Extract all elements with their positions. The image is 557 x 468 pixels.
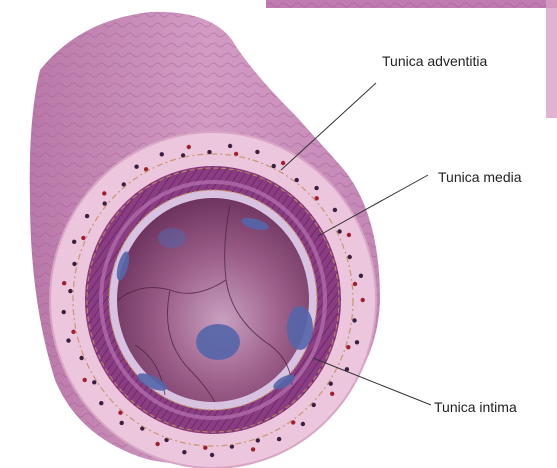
- cell-dot: [66, 338, 70, 342]
- cell-dot: [348, 255, 352, 259]
- cell-dot: [79, 356, 83, 360]
- cell-dot: [346, 345, 350, 349]
- vessel-lumen: [117, 198, 309, 402]
- cell-dot: [228, 144, 232, 148]
- nucleus: [196, 324, 240, 360]
- label-tunica-intima: Tunica intima: [434, 399, 517, 415]
- cell-dot: [85, 214, 89, 218]
- cell-dot: [83, 378, 87, 382]
- cell-dot: [182, 450, 186, 454]
- cell-dot: [355, 340, 359, 344]
- cell-dot: [72, 262, 76, 266]
- cell-dot: [134, 165, 138, 169]
- nucleus: [287, 306, 313, 350]
- cell-dot: [187, 145, 191, 149]
- cell-dot: [99, 401, 103, 405]
- cell-dot: [160, 152, 164, 156]
- cell-dot: [272, 164, 276, 168]
- cell-dot: [155, 442, 159, 446]
- cell-dot: [62, 281, 66, 285]
- cell-dot: [210, 453, 214, 457]
- cell-dot: [352, 318, 356, 322]
- cell-dot: [81, 236, 85, 240]
- cell-dot: [359, 274, 363, 278]
- cell-dot: [353, 282, 357, 286]
- cell-dot: [71, 330, 75, 334]
- cell-dot: [251, 447, 255, 451]
- cell-dot: [314, 186, 318, 190]
- histology-photo-strip: [266, 0, 557, 8]
- cell-dot: [277, 437, 281, 441]
- histology-photo-edge: [546, 0, 557, 118]
- nucleus: [158, 228, 186, 248]
- label-tunica-media: Tunica media: [438, 169, 522, 185]
- cell-dot: [255, 150, 259, 154]
- cell-dot: [361, 298, 365, 302]
- cell-dot: [301, 422, 305, 426]
- cell-dot: [102, 191, 106, 195]
- cell-dot: [347, 233, 351, 237]
- cell-dot: [333, 208, 337, 212]
- cell-dot: [72, 240, 76, 244]
- cell-dot: [281, 161, 285, 165]
- cell-dot: [330, 392, 334, 396]
- cell-dot: [62, 310, 66, 314]
- cell-dot: [68, 289, 72, 293]
- cell-dot: [120, 421, 124, 425]
- cell-dot: [256, 438, 260, 442]
- label-tunica-adventitia: Tunica adventitia: [382, 53, 488, 69]
